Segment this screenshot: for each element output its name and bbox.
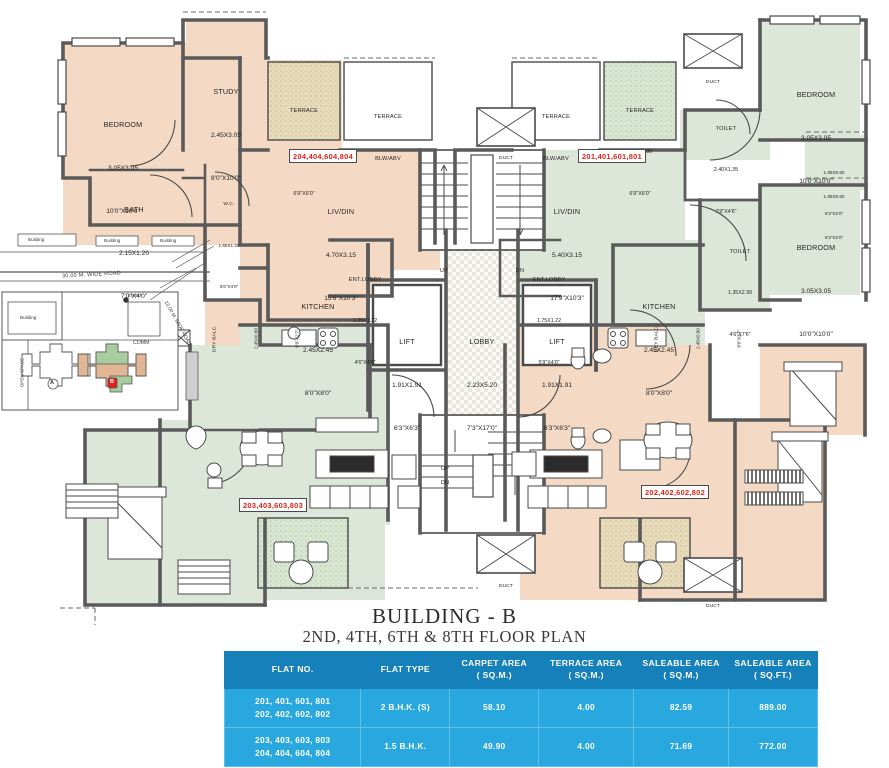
- cell-saleable-sqft: 772.00: [728, 726, 818, 767]
- keyplan-legend-2: Building: [104, 238, 121, 243]
- table-row: 203, 403, 603, 803 204, 404, 604, 804 1.…: [223, 726, 818, 767]
- header-carpet-area: CARPET AREA( SQ.M.): [449, 651, 540, 689]
- flat-number-label-bl: 203,403,603,803: [239, 498, 307, 512]
- flat-number-label-tl: 204,404,604,804: [289, 149, 357, 163]
- table-row: 201, 401, 601, 801 202, 402, 602, 802 2 …: [223, 687, 818, 728]
- header-saleable-sqm: SALEABLE AREA( SQ.M.): [633, 651, 729, 689]
- furniture: [65, 326, 843, 595]
- keyplan-block-b-label: B: [110, 379, 115, 385]
- floor-plan-subtitle: 2ND, 4TH, 6TH & 8TH FLOOR PLAN: [302, 627, 587, 646]
- cell-flat-type: 2 B.H.K. (S): [360, 687, 451, 728]
- terrace-tr: [603, 61, 677, 141]
- header-saleable-sqft: SALEABLE AREA( SQ.FT.): [728, 651, 818, 689]
- flat-number-label-tr: 201,401,601,801: [578, 149, 646, 163]
- keyplan-building-label: Building: [20, 315, 37, 320]
- header-flat-type: FLAT TYPE: [360, 651, 451, 689]
- keyplan-legend-1: Building: [28, 237, 45, 242]
- cell-saleable-sqm: 71.69: [633, 726, 729, 767]
- flat-number-label-br: 202,402,602,802: [641, 485, 709, 499]
- staircase-upper: [419, 149, 545, 251]
- duct-boxes: [476, 33, 743, 593]
- building-title: BUILDING - B: [372, 604, 517, 628]
- terrace-blwabv-tl: [343, 61, 433, 141]
- keyplan-open-space-label: OPEN SPACE: [19, 357, 25, 388]
- cell-carpet: 49.90: [449, 726, 540, 767]
- keyplan-comm-label: COMM: [133, 340, 150, 346]
- cell-flat-type: 1.5 B.H.K.: [360, 726, 451, 767]
- header-flat-no: FLAT NO.: [223, 651, 362, 689]
- cell-saleable-sqft: 889.00: [728, 687, 818, 728]
- cell-terrace: 4.00: [538, 687, 635, 728]
- dashed-lines: [60, 11, 866, 625]
- door-arcs: [129, 99, 761, 489]
- header-terrace-area: TERRACE AREA( SQ.M.): [538, 651, 635, 689]
- cell-flat-no: 201, 401, 601, 801 202, 402, 602, 802: [223, 687, 362, 728]
- key-plan: [0, 233, 215, 411]
- area-statement-table: FLAT NO. FLAT TYPE CARPET AREA( SQ.M.) T…: [223, 651, 818, 767]
- cell-carpet: 58.10: [449, 687, 540, 728]
- keyplan-legend-3: Building: [160, 238, 177, 243]
- cell-flat-no: 203, 403, 603, 803 204, 404, 604, 804: [223, 726, 362, 767]
- table-header-row: FLAT NO. FLAT TYPE CARPET AREA( SQ.M.) T…: [223, 651, 818, 689]
- keyplan-block-a-label: A: [50, 380, 55, 386]
- keyplan-entry-label: ENTRY: [128, 293, 143, 298]
- cell-terrace: 4.00: [538, 726, 635, 767]
- window-marks: [57, 15, 871, 293]
- cell-saleable-sqm: 82.59: [633, 687, 729, 728]
- terrace-tl: [267, 61, 341, 141]
